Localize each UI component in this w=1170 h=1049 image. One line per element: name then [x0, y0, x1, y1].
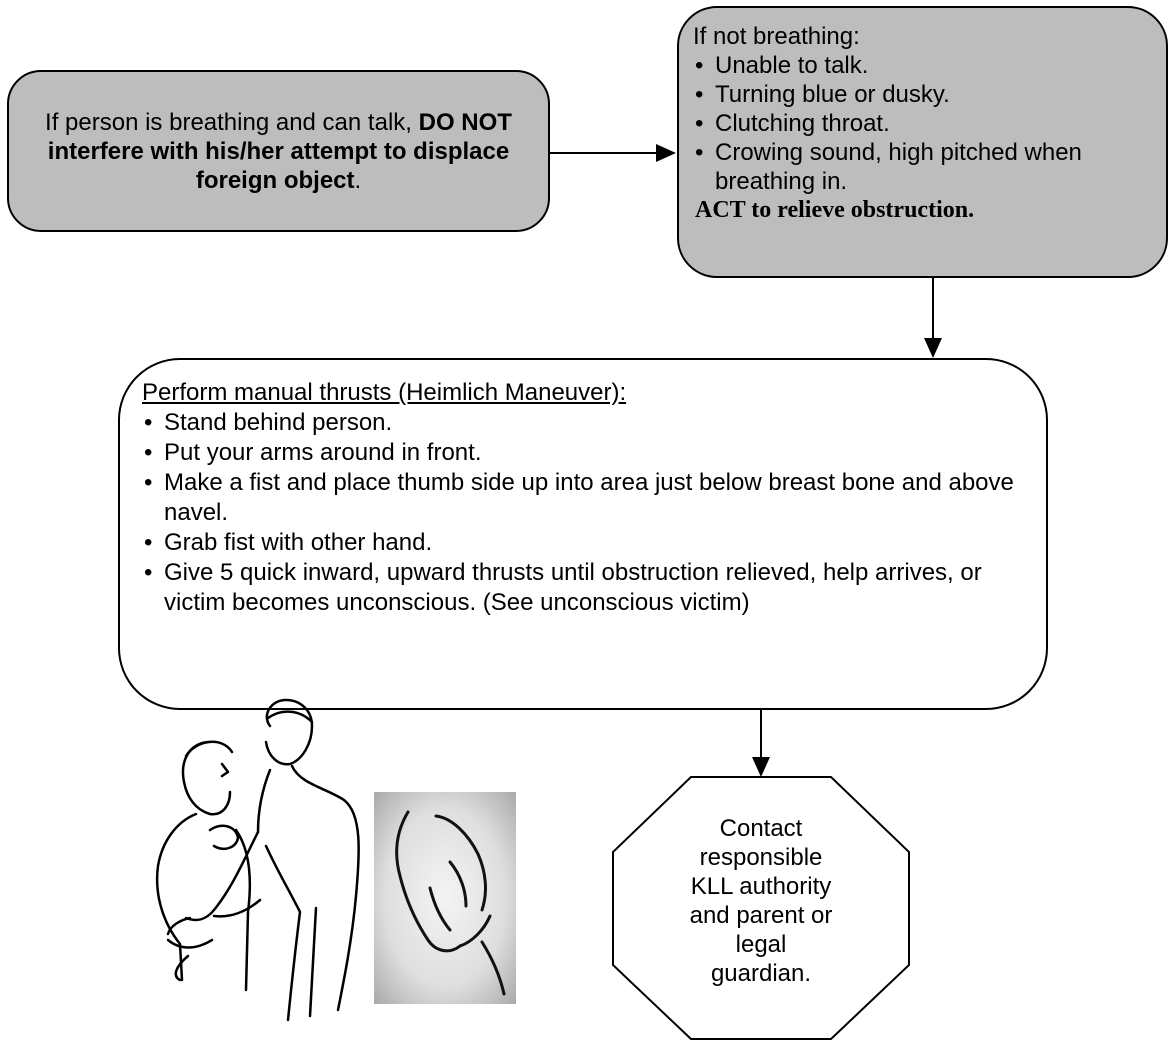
manual-thrusts-title: Perform manual thrusts (Heimlich Maneuve… [142, 379, 627, 406]
fist-icon [395, 810, 506, 996]
arrow-box3-to-octagon [752, 710, 770, 777]
breathing-can-talk-box: If person is breathing and can talk, DO … [7, 70, 550, 232]
list-item: Clutching throat. [693, 109, 1156, 138]
do-not-interfere-text: DO NOT interfere with his/her attempt to… [47, 108, 512, 194]
list-item: Unable to talk. [693, 51, 1156, 80]
not-breathing-signs-list: Unable to talk. Turning blue or dusky. C… [693, 51, 1156, 196]
octagon-shape [612, 776, 910, 1040]
list-item: Give 5 quick inward, upward thrusts unti… [142, 558, 1026, 618]
contact-authority-octagon: Contact responsible KLL authority and pa… [611, 776, 911, 1041]
fist-closeup-image [374, 792, 516, 1004]
not-breathing-title: If not breathing: [693, 23, 860, 50]
list-item: Grab fist with other hand. [142, 528, 1026, 558]
act-to-relieve-text: ACT to relieve obstruction. [695, 197, 975, 223]
arrow-box2-to-box3 [924, 278, 942, 358]
list-item: Put your arms around in front. [142, 438, 1026, 468]
list-item: Stand behind person. [142, 408, 1026, 438]
arrow-box1-to-box2 [550, 144, 676, 162]
breathing-end-text: . [354, 166, 362, 194]
manual-thrusts-steps-list: Stand behind person. Put your arms aroun… [142, 408, 1026, 618]
manual-thrusts-box: Perform manual thrusts (Heimlich Maneuve… [118, 358, 1048, 710]
not-breathing-box: If not breathing: Unable to talk. Turnin… [677, 6, 1168, 278]
breathing-plain-text: If person is breathing and can talk, [45, 108, 419, 136]
list-item: Crowing sound, high pitched when breathi… [693, 138, 1156, 196]
breathing-can-talk-text: If person is breathing and can talk, DO … [27, 108, 530, 195]
list-item: Make a fist and place thumb side up into… [142, 468, 1026, 528]
contact-authority-text: Contact responsible KLL authority and pa… [689, 815, 833, 987]
list-item: Turning blue or dusky. [693, 80, 1156, 109]
